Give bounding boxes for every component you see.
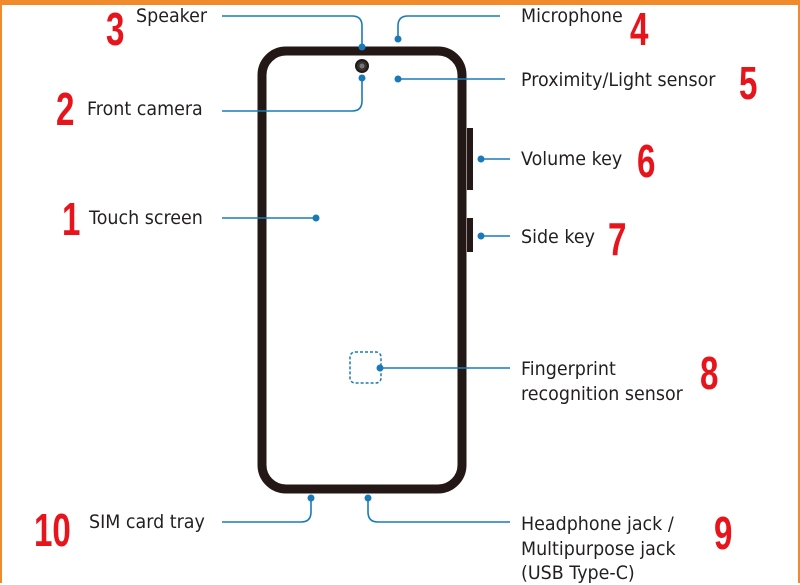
phone-outline bbox=[257, 46, 467, 494]
sim-tray-leader bbox=[222, 498, 312, 523]
leader-dots bbox=[307, 35, 485, 502]
number-8: 8 bbox=[700, 347, 719, 399]
label-headphone-jack-2: Multipurpose jack bbox=[521, 538, 676, 560]
number-9: 9 bbox=[714, 507, 733, 559]
label-sim-tray: SIM card tray bbox=[89, 511, 205, 533]
label-fingerprint-2: recognition sensor bbox=[521, 383, 683, 405]
label-proximity-sensor: Proximity/Light sensor bbox=[521, 69, 716, 91]
number-1: 1 bbox=[62, 193, 81, 245]
volume-key bbox=[467, 128, 473, 190]
label-volume-key: Volume key bbox=[521, 148, 623, 170]
number-4: 4 bbox=[630, 3, 649, 55]
label-front-camera: Front camera bbox=[87, 98, 203, 120]
number-6: 6 bbox=[637, 135, 656, 187]
number-3: 3 bbox=[106, 3, 125, 55]
number-2: 2 bbox=[56, 83, 75, 135]
microphone-leader bbox=[397, 15, 500, 39]
number-5: 5 bbox=[739, 57, 758, 109]
label-fingerprint: Fingerprint bbox=[521, 358, 616, 380]
label-touch-screen: Touch screen bbox=[89, 207, 203, 229]
label-side-key: Side key bbox=[521, 226, 595, 248]
label-headphone-jack: Headphone jack / bbox=[521, 513, 674, 535]
label-microphone: Microphone bbox=[521, 5, 623, 27]
fingerprint-sensor-icon bbox=[349, 351, 382, 384]
label-speaker: Speaker bbox=[136, 5, 208, 27]
label-headphone-jack-3: (USB Type-C) bbox=[521, 562, 635, 584]
speaker-leader bbox=[222, 15, 363, 46]
number-10: 10 bbox=[34, 504, 71, 556]
headphone-leader bbox=[367, 498, 510, 523]
front-camera-leader bbox=[222, 78, 363, 112]
number-7: 7 bbox=[608, 213, 627, 265]
side-key bbox=[467, 218, 473, 252]
